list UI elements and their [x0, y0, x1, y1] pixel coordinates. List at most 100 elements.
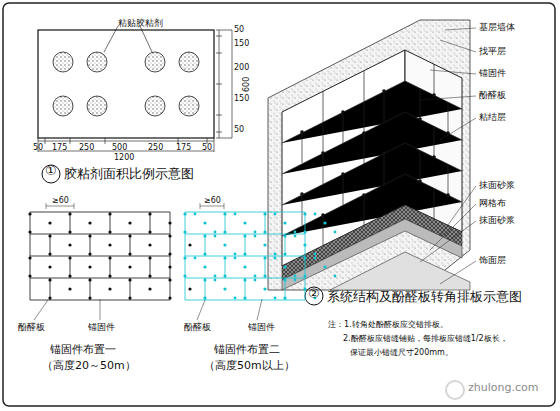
dimension: 200	[234, 63, 249, 72]
dimension: 50	[202, 143, 212, 152]
anchor-dot	[148, 256, 151, 259]
anchor-dot	[148, 287, 151, 290]
part-label: 锚固件	[248, 322, 275, 332]
anchor-dot	[128, 252, 131, 255]
figure-caption: 胶粘剂面积比例示意图	[64, 167, 194, 182]
anchor-dot	[274, 257, 277, 260]
anchor-dot	[341, 110, 345, 114]
dimension: 50	[33, 143, 43, 152]
anchor-dot	[382, 89, 386, 93]
anchor-dot	[48, 252, 51, 255]
anchor-dot	[243, 278, 246, 281]
layer-label: 抹面砂浆	[479, 180, 515, 190]
anchor-dot	[223, 230, 226, 233]
anchor-dot	[148, 274, 151, 277]
dimension: 50	[234, 25, 244, 34]
layer-label: 抹面砂浆	[479, 215, 515, 225]
dimension: 250	[79, 143, 94, 152]
anchor-dot	[108, 212, 111, 215]
anchor-dot	[88, 278, 91, 281]
anchor-dot	[254, 275, 257, 278]
anchor-dot	[108, 287, 111, 290]
anchor-dot	[203, 234, 206, 237]
anchor-dot	[321, 213, 325, 217]
anchor-dot	[48, 296, 51, 299]
anchor-dot	[323, 221, 326, 224]
anchor-dot	[108, 274, 111, 277]
anchor-dot	[203, 265, 206, 268]
anchor-dot	[243, 252, 246, 255]
anchor-dot	[88, 234, 91, 237]
figure-caption: （高度50m以上）	[204, 360, 295, 373]
layer-label: 找平层	[479, 46, 506, 56]
anchor-dot	[300, 130, 304, 134]
part-label: 酚醛板	[18, 322, 45, 332]
dimension: 250	[148, 143, 163, 152]
anchor-dot	[48, 221, 51, 224]
dimension: 175	[52, 143, 67, 152]
anchor-dot	[334, 231, 337, 234]
grid-line	[30, 256, 170, 257]
anchor-dot	[314, 257, 317, 260]
anchor-dot	[263, 256, 266, 259]
part-label: 锚固件	[88, 322, 115, 332]
note-text: 保证最小错缝尺寸200mm。	[350, 348, 453, 357]
anchor-dot	[283, 296, 286, 299]
adhesive-panel	[38, 26, 232, 152]
anchor-dot	[283, 252, 286, 255]
anchor-dot	[283, 265, 286, 268]
figure-caption: （高度20～50m）	[42, 360, 136, 373]
frame	[3, 3, 555, 406]
anchor-dot	[68, 287, 71, 290]
anchor-dot	[214, 231, 217, 234]
layer-label: 基层墙体	[479, 22, 515, 32]
grid-line	[305, 212, 306, 300]
layer-label: 锚固件	[479, 68, 506, 78]
note-label: 粘贴胶粘剂	[118, 18, 163, 28]
anchor-dot	[432, 155, 436, 159]
dimension: ≥60	[204, 196, 221, 205]
dimension: 500	[112, 143, 127, 152]
anchor-dot	[203, 252, 206, 255]
anchor-dot	[418, 179, 422, 183]
anchor-dot	[418, 117, 422, 121]
anchor-dot	[274, 297, 277, 300]
anchor-dot	[223, 212, 226, 215]
anchor-dot	[203, 221, 206, 224]
anchor-dot	[283, 221, 286, 224]
anchor-dot	[294, 235, 297, 238]
anchor-dot	[128, 265, 131, 268]
anchor-dot	[321, 151, 325, 155]
grid-line	[30, 212, 31, 300]
layer-label: 网格布	[479, 198, 506, 208]
anchor-dot	[334, 275, 337, 278]
layer-label: 饰面层	[479, 255, 506, 265]
anchor-dot	[203, 278, 206, 281]
watermark-logo	[446, 381, 464, 399]
anchor-dot	[203, 296, 206, 299]
anchor-dot	[283, 278, 286, 281]
note-text: 注：1.转角处酚醛板应交错排板。	[328, 320, 448, 329]
anchor-dot	[254, 235, 257, 238]
anchor-dot	[88, 221, 91, 224]
anchor-dot	[128, 234, 131, 237]
anchor-dot	[263, 274, 266, 277]
figure-caption: 锚固件布置一	[50, 344, 116, 357]
part-label: 酚醛板	[184, 322, 211, 332]
callout-number: ②	[308, 287, 320, 302]
anchor-dot	[148, 212, 151, 215]
dimension: 150	[234, 94, 249, 103]
anchor-dot	[148, 230, 151, 233]
anchor-dot	[108, 243, 111, 246]
dimension: ≥60	[52, 196, 69, 205]
dimension: 50	[234, 125, 244, 134]
anchor-dot	[223, 287, 226, 290]
anchor-dot	[294, 275, 297, 278]
grid-line	[30, 212, 170, 213]
anchor-dot	[294, 279, 297, 282]
anchor-dot	[68, 212, 71, 215]
anchor-dot	[128, 296, 131, 299]
anchor-dot	[88, 296, 91, 299]
anchor-dot	[234, 297, 237, 300]
anchor-dot	[362, 193, 366, 197]
